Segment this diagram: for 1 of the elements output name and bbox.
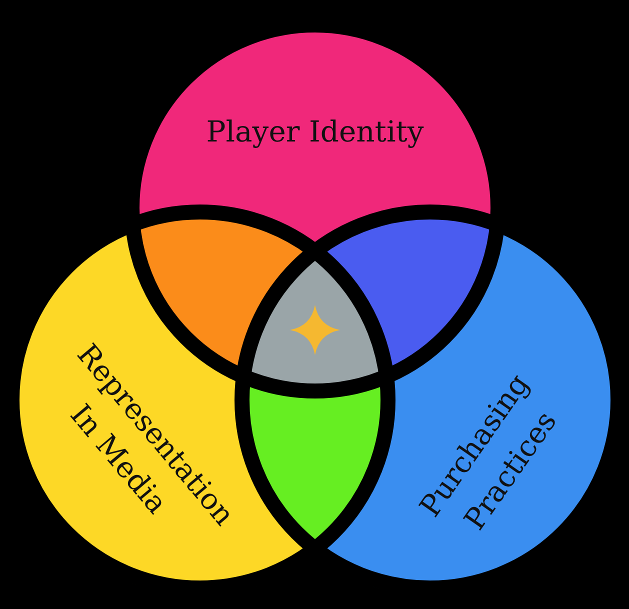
circle-label: Player Identity xyxy=(205,113,425,150)
